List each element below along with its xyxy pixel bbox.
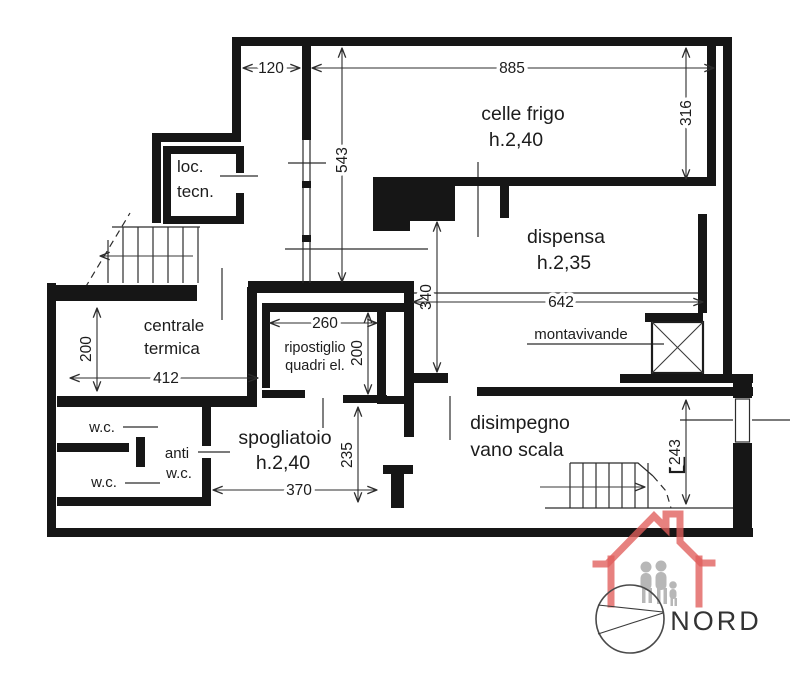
room-label-dispensa: dispensa xyxy=(527,226,605,248)
stair-cut-line xyxy=(652,475,672,509)
room-label-anti-wc-1: anti xyxy=(165,445,189,462)
window-west-shaft xyxy=(302,140,311,283)
dim-centrale-width: 412 xyxy=(153,370,179,387)
room-labels: celle frigo h.2,40 dispensa h.2,35 loc. … xyxy=(88,103,628,491)
dim-celle-frigo-depth: 316 xyxy=(678,100,695,126)
room-label-spogliatoio: spogliatoio xyxy=(238,427,331,449)
room-label-ripostiglio-1: ripostiglio xyxy=(284,340,345,356)
dim-ripostiglio-width: 260 xyxy=(312,315,338,332)
room-label-wc-bottom: w.c. xyxy=(90,474,117,491)
dim-dispensa-depth: 340 xyxy=(418,284,435,310)
thin-lines xyxy=(123,162,790,509)
dim-corridor-length: 642 xyxy=(548,294,574,311)
stairs-northwest xyxy=(84,212,200,289)
house-roof xyxy=(592,510,716,568)
room-label-loc-tecn-2: tecn. xyxy=(177,182,214,201)
dim-shaft-width: 120 xyxy=(258,60,284,77)
room-label-centrale-1: centrale xyxy=(144,316,204,335)
room-label-disimpegno-1: disimpegno xyxy=(470,412,570,434)
family-silhouette xyxy=(640,560,677,606)
dim-west-wing-depth: 543 xyxy=(334,147,351,173)
room-label-montavivande: montavivande xyxy=(534,326,627,343)
dim-centrale-depth: 200 xyxy=(78,336,95,362)
room-label-loc-tecn-1: loc. xyxy=(177,157,203,176)
dimensions: 120 885 316 543 340 642 260 200 200 412 … xyxy=(70,48,714,504)
room-label-anti-wc-2: w.c. xyxy=(165,465,192,482)
compass-circle-icon: NORD xyxy=(595,584,762,654)
room-label-centrale-2: termica xyxy=(144,339,200,358)
house-family-icon xyxy=(592,510,716,608)
room-height-dispensa: h.2,35 xyxy=(537,252,591,274)
dim-vano-scala-depth: 243 xyxy=(667,439,684,465)
dim-celle-frigo-width: 885 xyxy=(499,60,525,77)
room-label-disimpegno-2: vano scala xyxy=(470,439,563,461)
dumbwaiter-box xyxy=(650,320,705,375)
dim-spogliatoio-depth: 235 xyxy=(339,442,356,468)
north-label: NORD xyxy=(670,606,762,636)
room-height-celle-frigo: h.2,40 xyxy=(489,129,543,151)
dim-spogliatoio-width: 370 xyxy=(286,482,312,499)
window-east xyxy=(733,398,752,443)
room-height-spogliatoio: h.2,40 xyxy=(256,452,310,474)
room-label-celle-frigo: celle frigo xyxy=(481,103,565,125)
room-label-wc-top: w.c. xyxy=(88,419,115,436)
stair-cut-line xyxy=(84,212,131,289)
room-label-ripostiglio-2: quadri el. xyxy=(285,358,345,374)
dim-ripostiglio-depth: 200 xyxy=(349,340,366,366)
windows xyxy=(302,140,752,443)
